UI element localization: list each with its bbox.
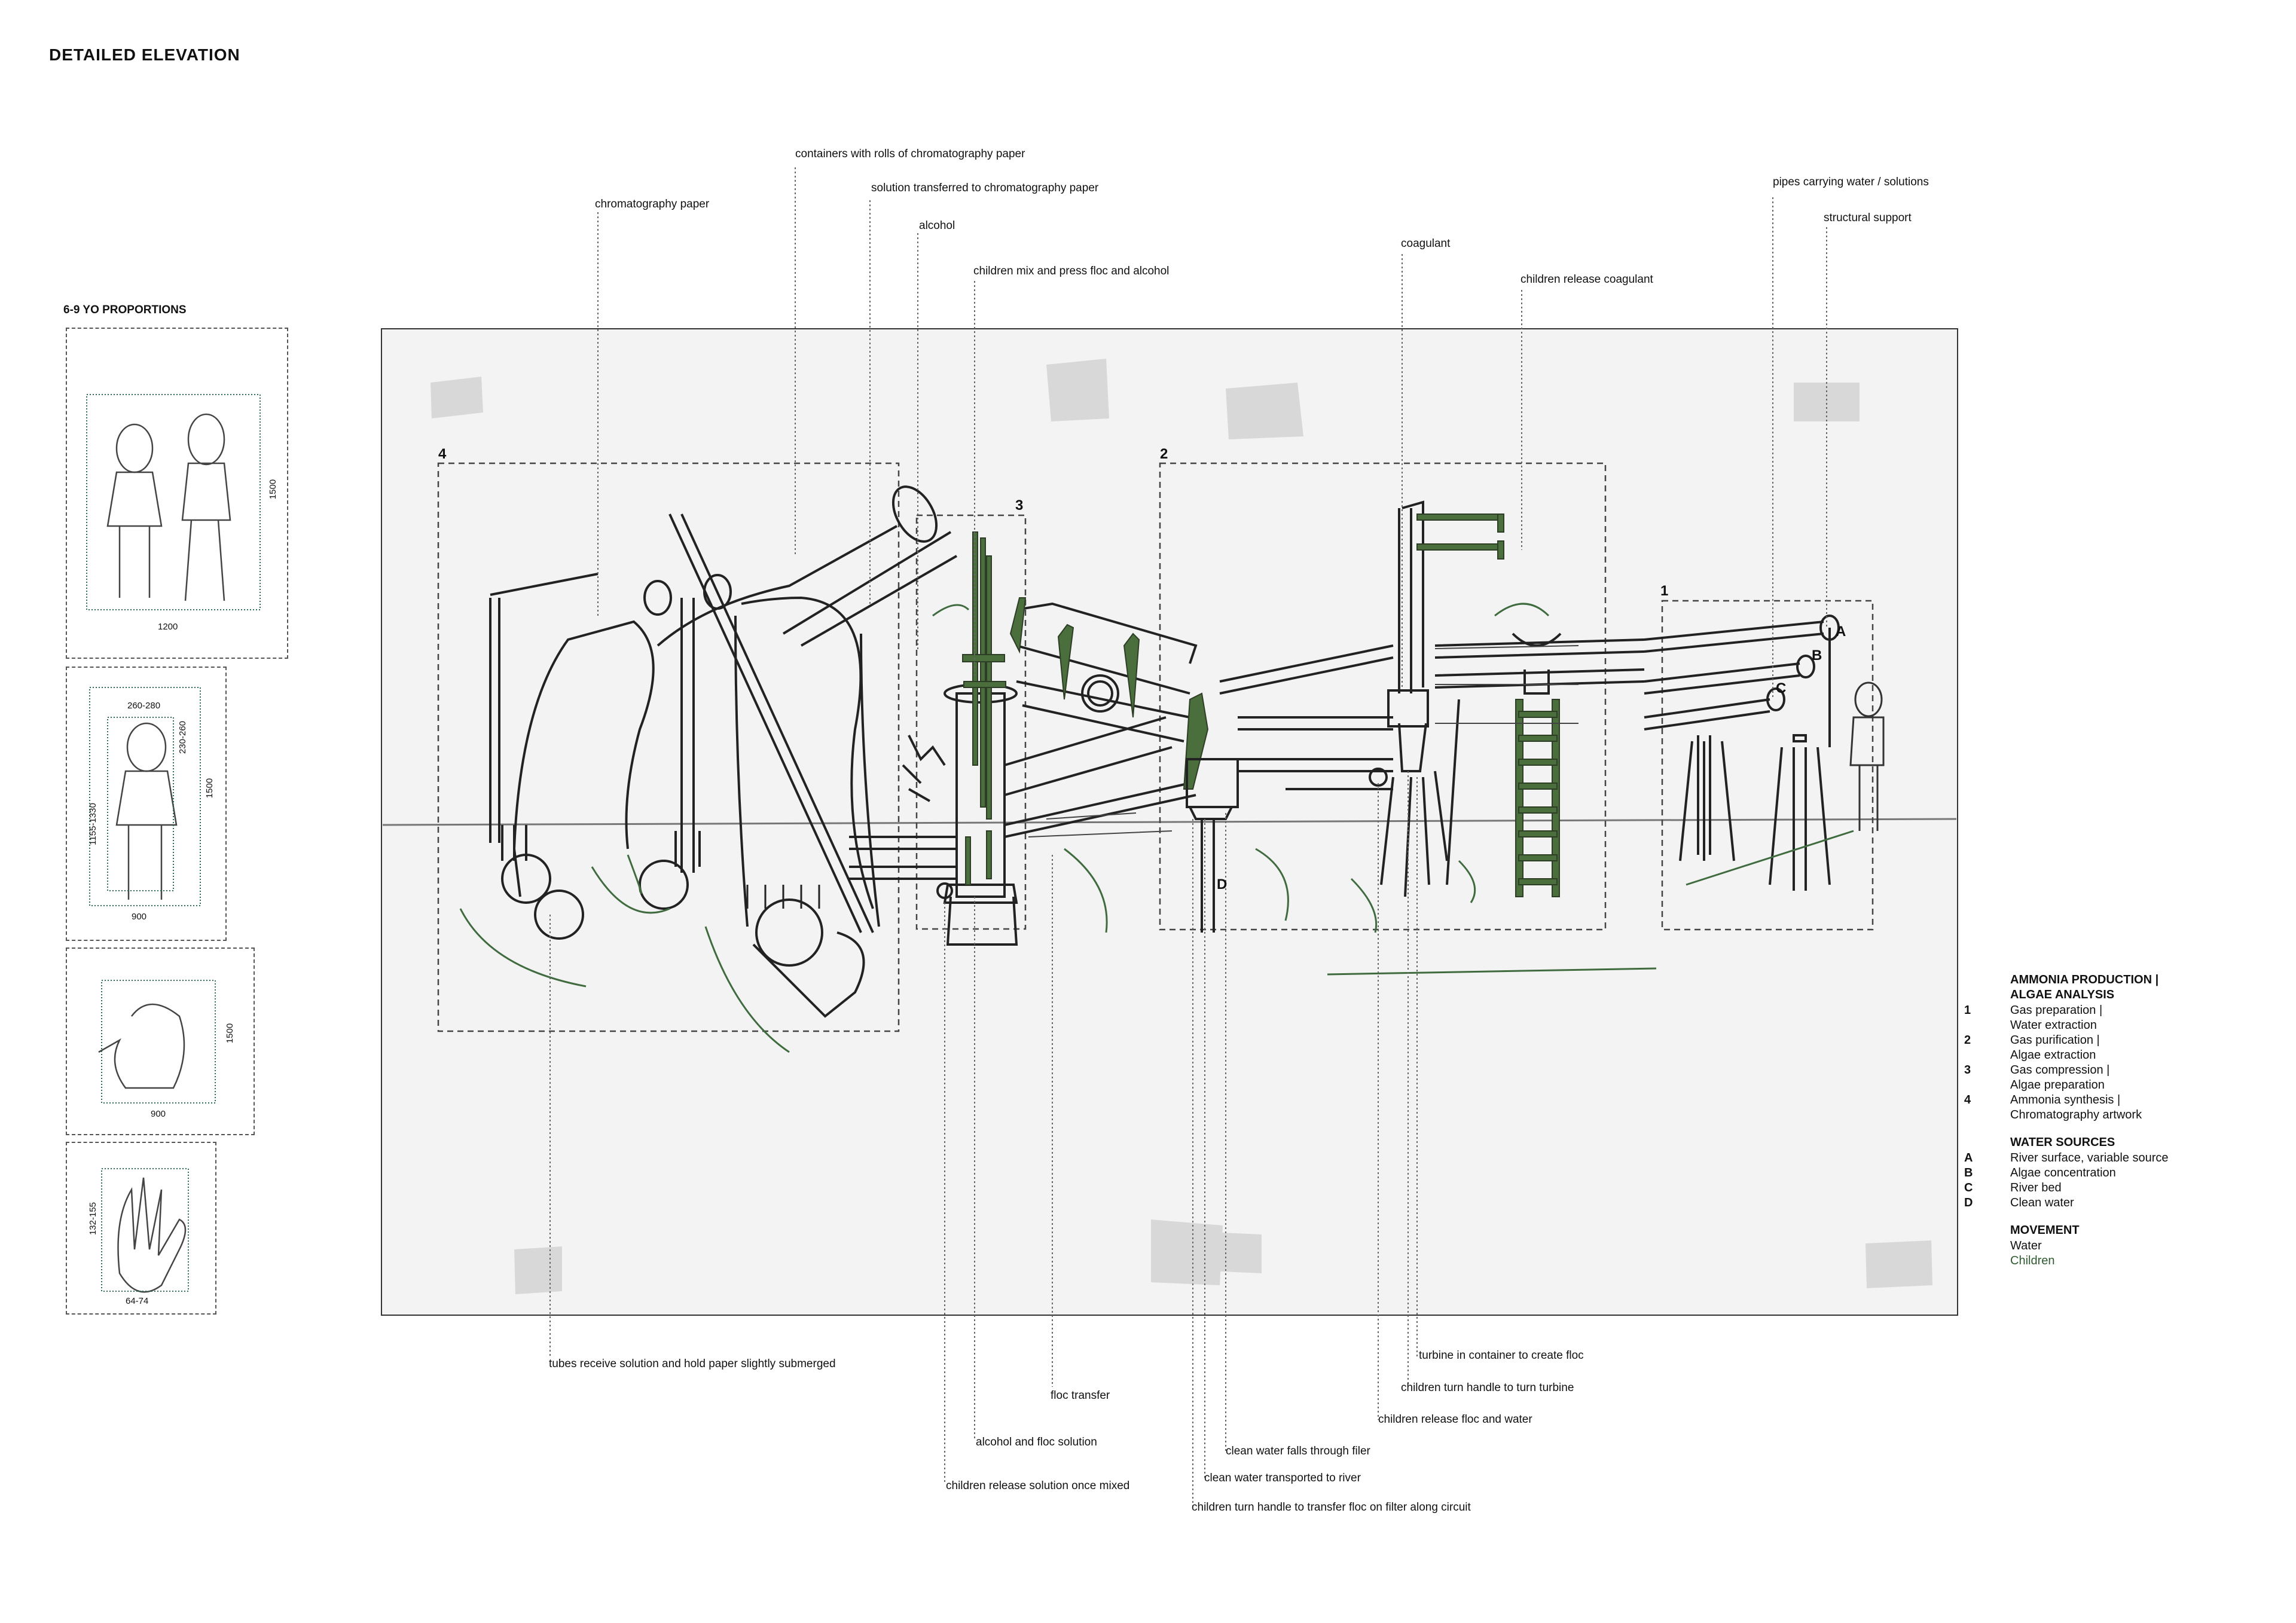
label-clean-water-falls: clean water falls through filer	[1226, 1445, 1370, 1457]
legend-water: Water	[2010, 1239, 2042, 1252]
movement-arrows	[459, 603, 1854, 1053]
label-clean-water-transported: clean water transported to river	[1204, 1472, 1361, 1484]
label-pipes: pipes carrying water / solutions	[1773, 176, 1929, 188]
label-children-release-solution: children release solution once mixed	[946, 1480, 1130, 1492]
proportion-panel-1	[66, 328, 288, 659]
label-children-release-coagulant: children release coagulant	[1521, 273, 1653, 286]
source-c-label: C	[1776, 680, 1787, 696]
label-children-turn-turbine: children turn handle to turn turbine	[1401, 1381, 1574, 1394]
mixing-column	[849, 602, 1198, 946]
label-chromatography-paper: chromatography paper	[595, 198, 710, 210]
source-b-label: B	[1812, 647, 1822, 664]
label-alcohol-floc-solution: alcohol and floc solution	[976, 1436, 1097, 1448]
legend-item-1-sub: Water extraction	[2010, 1019, 2097, 1032]
page-title: DETAILED ELEVATION	[49, 45, 240, 64]
label-coagulant: coagulant	[1401, 237, 1451, 250]
legend-heading-1b: ALGAE ANALYSIS	[2010, 988, 2115, 1001]
proportion-panel-2	[66, 667, 227, 941]
panel4-height: 132-155	[88, 1202, 99, 1236]
panel2-head-h: 230-260	[178, 720, 188, 754]
legend-item-2-sub: Algae extraction	[2010, 1049, 2096, 1062]
panel1-width: 1200	[158, 622, 178, 632]
panel3-width: 900	[151, 1109, 166, 1119]
zone-3-label: 3	[1015, 497, 1024, 514]
chromatography-structure	[489, 485, 957, 1018]
zone-2-box	[1159, 462, 1607, 931]
legend-heading-1a: AMMONIA PRODUCTION |	[2010, 973, 2159, 986]
zone-3-box	[915, 514, 1027, 930]
legend-children: Children	[2010, 1254, 2055, 1267]
panel2-width: 900	[132, 912, 147, 922]
panel4-width: 64-74	[126, 1296, 149, 1306]
mixing-column-green-parts	[962, 531, 1209, 885]
label-children-mix: children mix and press floc and alcohol	[973, 265, 1170, 277]
proportion-panel-4	[66, 1142, 216, 1315]
legend-item-4-sub: Chromatography artwork	[2010, 1108, 2142, 1121]
zone-1-label: 1	[1660, 583, 1669, 599]
panel2-height: 1500	[204, 778, 215, 799]
panel2-head: 260-280	[127, 701, 161, 711]
proportion-figures	[98, 413, 231, 1293]
source-d-label: D	[1217, 876, 1228, 893]
legend-heading-2: WATER SOURCES	[2010, 1136, 2115, 1149]
zone-4-label: 4	[438, 446, 447, 462]
label-children-turn-handle: children turn handle to transfer floc on…	[1192, 1501, 1471, 1514]
proportion-inner-boxes	[86, 394, 261, 1292]
legend-heading-3: MOVEMENT	[2010, 1224, 2080, 1237]
panel2-shoulder: 1155-1330	[87, 803, 98, 845]
label-solution-transferred: solution transferred to chromatography p…	[871, 182, 1099, 194]
legend-item-3-sub: Algae preparation	[2010, 1078, 2105, 1092]
ground-line	[382, 818, 1957, 826]
child-figure	[1849, 681, 1885, 831]
label-containers-rolls: containers with rolls of chromatography …	[795, 148, 1025, 160]
label-structural-support: structural support	[1824, 212, 1912, 224]
turbine-assembly	[1186, 500, 1645, 933]
proportion-panel-3	[66, 947, 255, 1135]
label-turbine: turbine in container to create floc	[1419, 1349, 1584, 1362]
label-children-release-floc: children release floc and water	[1378, 1413, 1532, 1426]
intake-structure	[1644, 615, 1840, 891]
water-arrows	[1028, 645, 1579, 838]
label-floc-transfer: floc transfer	[1051, 1389, 1110, 1402]
leader-lines	[549, 167, 1827, 1506]
source-a-label: A	[1836, 623, 1846, 640]
proportions-title: 6-9 YO PROPORTIONS	[63, 304, 187, 316]
label-tubes-receive: tubes receive solution and hold paper sl…	[549, 1358, 836, 1370]
panel3-height: 1500	[225, 1023, 236, 1044]
ladder	[1416, 514, 1560, 897]
zone-2-label: 2	[1160, 446, 1168, 462]
panel1-height: 1500	[268, 479, 279, 500]
zone-1-box	[1661, 600, 1874, 931]
zone-4-box	[437, 462, 900, 1032]
label-alcohol: alcohol	[919, 219, 955, 232]
